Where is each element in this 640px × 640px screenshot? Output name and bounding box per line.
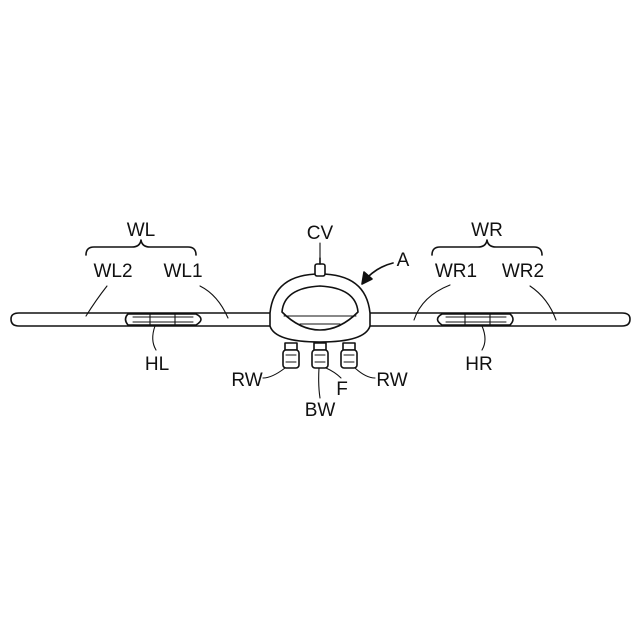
label-wl2: WL2 [93, 261, 132, 282]
label-wr2: WR2 [502, 261, 544, 282]
label-f: F [336, 379, 348, 400]
label-rw-left: RW [231, 370, 262, 391]
label-cv: CV [307, 223, 334, 244]
right-hinge [438, 314, 514, 325]
fuselage [270, 274, 370, 342]
label-rw-right: RW [376, 370, 407, 391]
left-rear-wheel [283, 343, 299, 368]
label-bw: BW [305, 400, 336, 421]
label-wr: WR [471, 220, 503, 241]
wl-brace [86, 240, 196, 255]
camera-unit [315, 258, 325, 276]
arrow-a [362, 263, 393, 284]
right-rear-wheel [341, 343, 357, 368]
label-hl: HL [145, 354, 169, 375]
left-hinge [126, 314, 202, 325]
label-a: A [397, 250, 410, 271]
label-hr: HR [465, 354, 492, 375]
label-wl: WL [127, 220, 156, 241]
wr-brace [432, 240, 542, 255]
label-wr1: WR1 [435, 261, 477, 282]
label-wl1: WL1 [163, 261, 202, 282]
front-wheel [312, 343, 328, 368]
